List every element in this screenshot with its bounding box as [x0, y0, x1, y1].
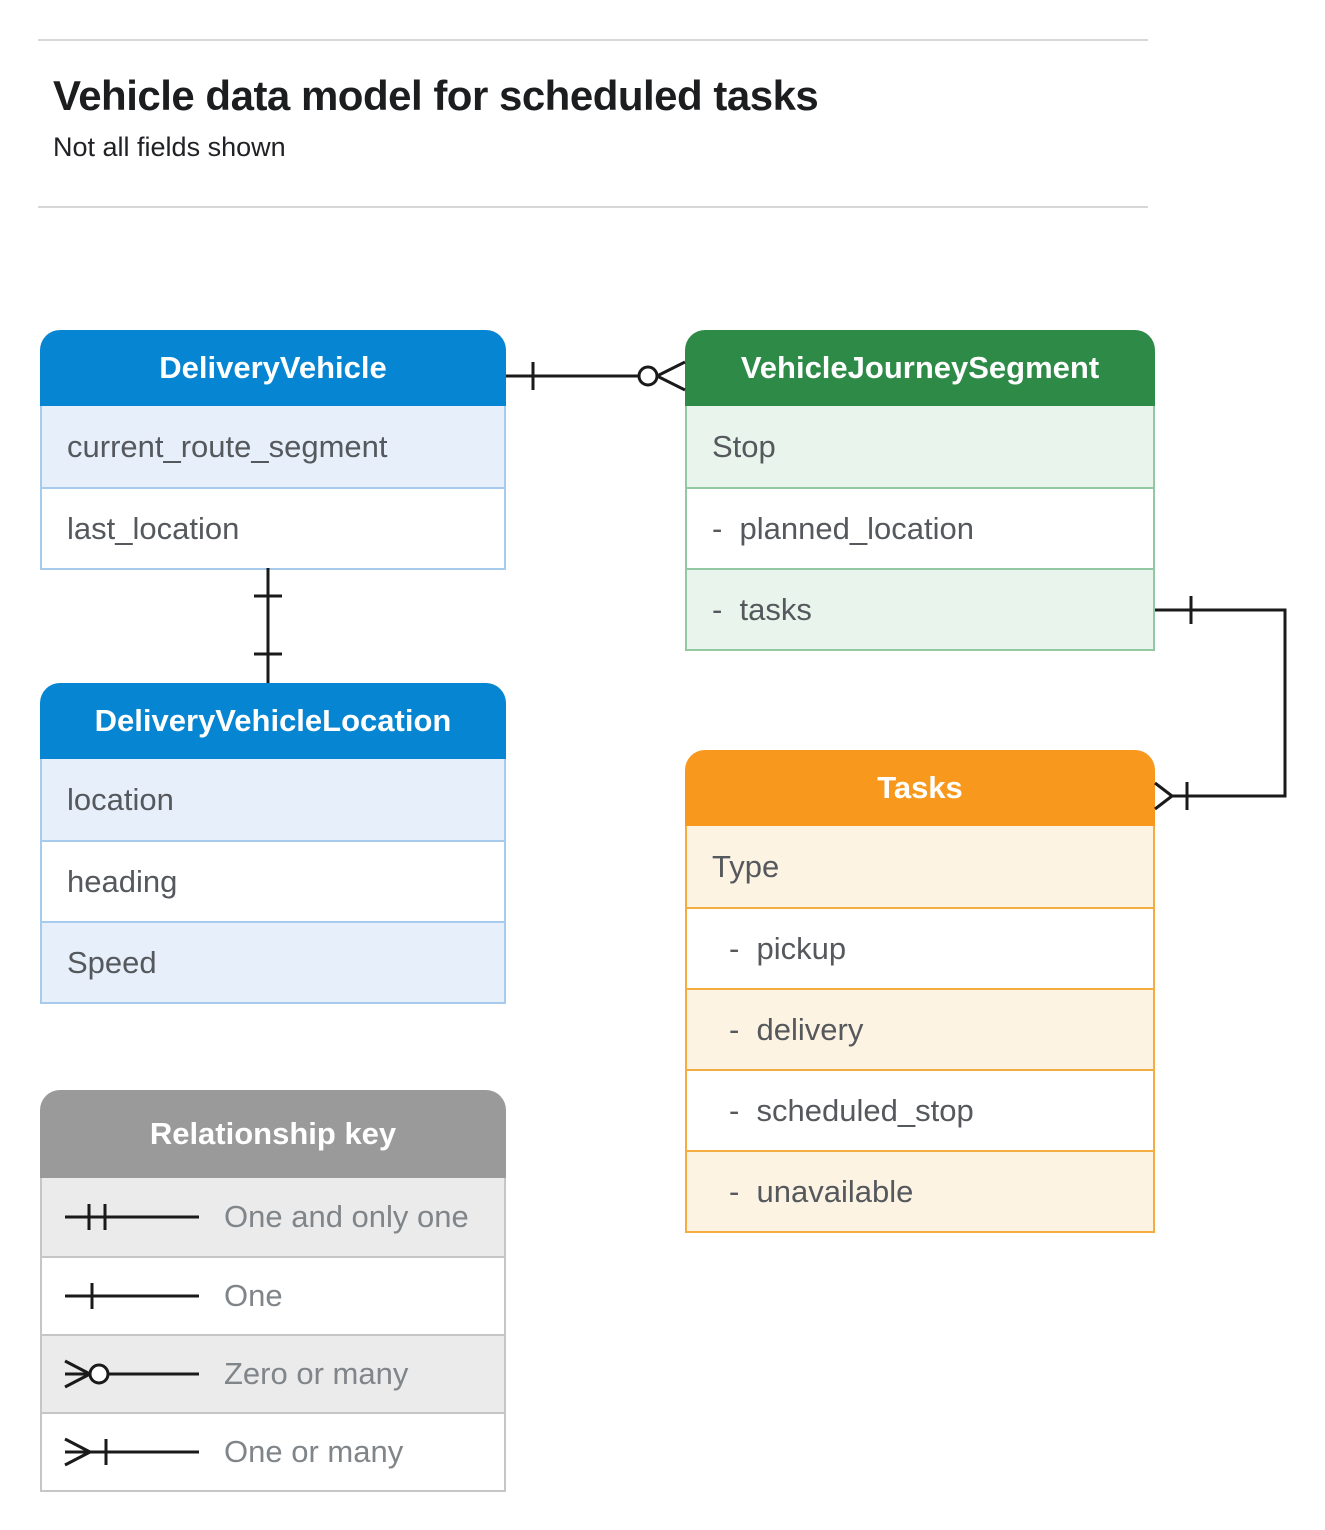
key-row-one-or-many: One or many	[42, 1412, 504, 1490]
relationship-key: Relationship key One and only one One	[40, 1090, 506, 1492]
zero-or-many-icon	[64, 1359, 199, 1389]
field-location: location	[42, 759, 504, 840]
entity-deliveryvehicle-title: DeliveryVehicle	[40, 330, 506, 406]
field-label: - scheduled_stop	[729, 1092, 974, 1128]
connector-vehiclejourneysegment-tasks-to-tasks	[1154, 596, 1287, 811]
field-label: heading	[67, 863, 178, 899]
field-last-location: last_location	[42, 487, 504, 568]
header-divider	[38, 206, 1148, 208]
field-label: - unavailable	[729, 1173, 914, 1209]
field-label: last_location	[67, 510, 240, 546]
field-label: Type	[712, 848, 780, 884]
entity-tasks-fields: Type - pickup - delivery - scheduled_sto…	[685, 826, 1155, 1233]
field-stop: Stop	[687, 406, 1153, 487]
field-unavailable: - unavailable	[687, 1150, 1153, 1231]
field-pickup: - pickup	[687, 907, 1153, 988]
key-label: One or many	[224, 1434, 404, 1469]
relationship-key-title: Relationship key	[40, 1090, 506, 1178]
relationship-key-rows: One and only one One Zero or many	[40, 1178, 506, 1492]
field-label: Stop	[712, 428, 776, 464]
key-label: One and only one	[224, 1199, 469, 1234]
key-label: Zero or many	[224, 1356, 409, 1391]
one-or-many-icon	[64, 1437, 199, 1467]
field-delivery: - delivery	[687, 988, 1153, 1069]
page-title: Vehicle data model for scheduled tasks	[53, 72, 819, 119]
entity-vehiclejourneysegment-fields: Stop - planned_location - tasks	[685, 406, 1155, 651]
entity-tasks: Tasks Type - pickup - delivery - schedul…	[685, 750, 1155, 1233]
field-label: - planned_location	[712, 510, 974, 546]
field-type: Type	[687, 826, 1153, 907]
entity-deliveryvehicle: DeliveryVehicle current_route_segment la…	[40, 330, 506, 570]
connector-deliveryvehicle-to-vehiclejourneysegment	[506, 360, 686, 392]
field-current-route-segment: current_route_segment	[42, 406, 504, 487]
field-label: current_route_segment	[67, 428, 388, 464]
field-speed: Speed	[42, 921, 504, 1002]
field-scheduled-stop: - scheduled_stop	[687, 1069, 1153, 1150]
page-subtitle: Not all fields shown	[53, 132, 286, 162]
field-label: - delivery	[729, 1011, 864, 1047]
key-row-one-and-only-one: One and only one	[42, 1178, 504, 1256]
key-label: One	[224, 1278, 283, 1313]
entity-deliveryvehiclelocation-title: DeliveryVehicleLocation	[40, 683, 506, 759]
field-tasks: - tasks	[687, 568, 1153, 649]
one-icon	[65, 1283, 199, 1309]
entity-deliveryvehicle-fields: current_route_segment last_location	[40, 406, 506, 570]
top-divider	[38, 39, 1148, 41]
entity-vehiclejourneysegment-title: VehicleJourneySegment	[685, 330, 1155, 406]
connector-deliveryvehicle-to-deliveryvehiclelocation	[254, 568, 282, 683]
field-planned-location: - planned_location	[687, 487, 1153, 568]
key-row-zero-or-many: Zero or many	[42, 1334, 504, 1412]
field-label: - pickup	[729, 930, 847, 966]
field-label: - tasks	[712, 591, 812, 627]
one-and-only-one-icon	[65, 1204, 199, 1230]
entity-vehiclejourneysegment: VehicleJourneySegment Stop - planned_loc…	[685, 330, 1155, 651]
field-label: Speed	[67, 944, 157, 980]
field-heading: heading	[42, 840, 504, 921]
entity-tasks-title: Tasks	[685, 750, 1155, 826]
entity-deliveryvehiclelocation-fields: location heading Speed	[40, 759, 506, 1004]
field-label: location	[67, 781, 174, 817]
key-row-one: One	[42, 1256, 504, 1334]
entity-deliveryvehiclelocation: DeliveryVehicleLocation location heading…	[40, 683, 506, 1004]
